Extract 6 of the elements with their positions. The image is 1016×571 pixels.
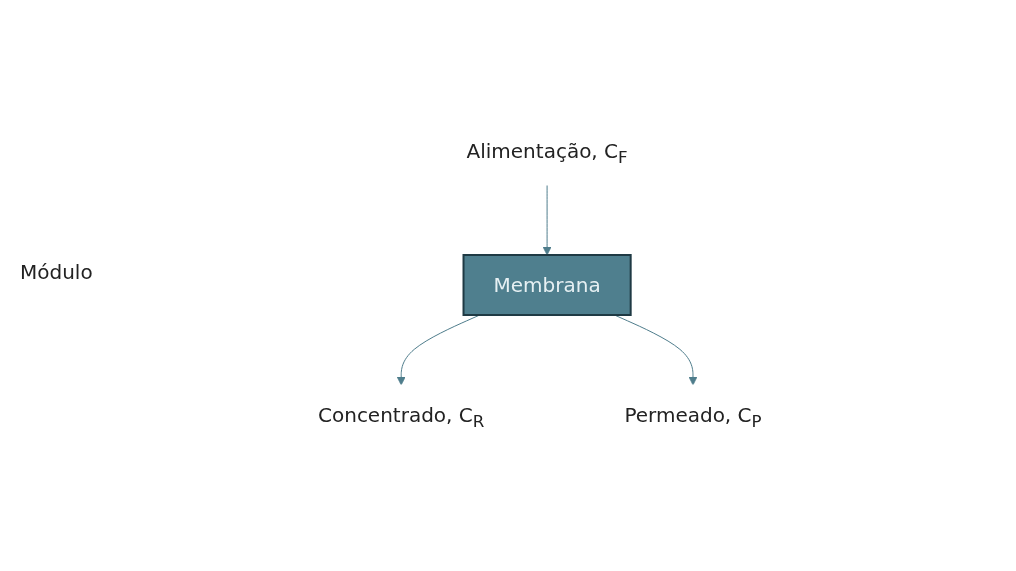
module-label: Módulo	[20, 260, 93, 284]
node-text: Permeado, C$_{P}$	[624, 403, 762, 431]
node-box: Membrana	[462, 254, 632, 316]
arrow	[542, 184, 552, 256]
node-text: Alimentação, C$_{F}$	[466, 139, 628, 167]
node-text: Concentrado, C$_{R}$	[318, 403, 485, 431]
